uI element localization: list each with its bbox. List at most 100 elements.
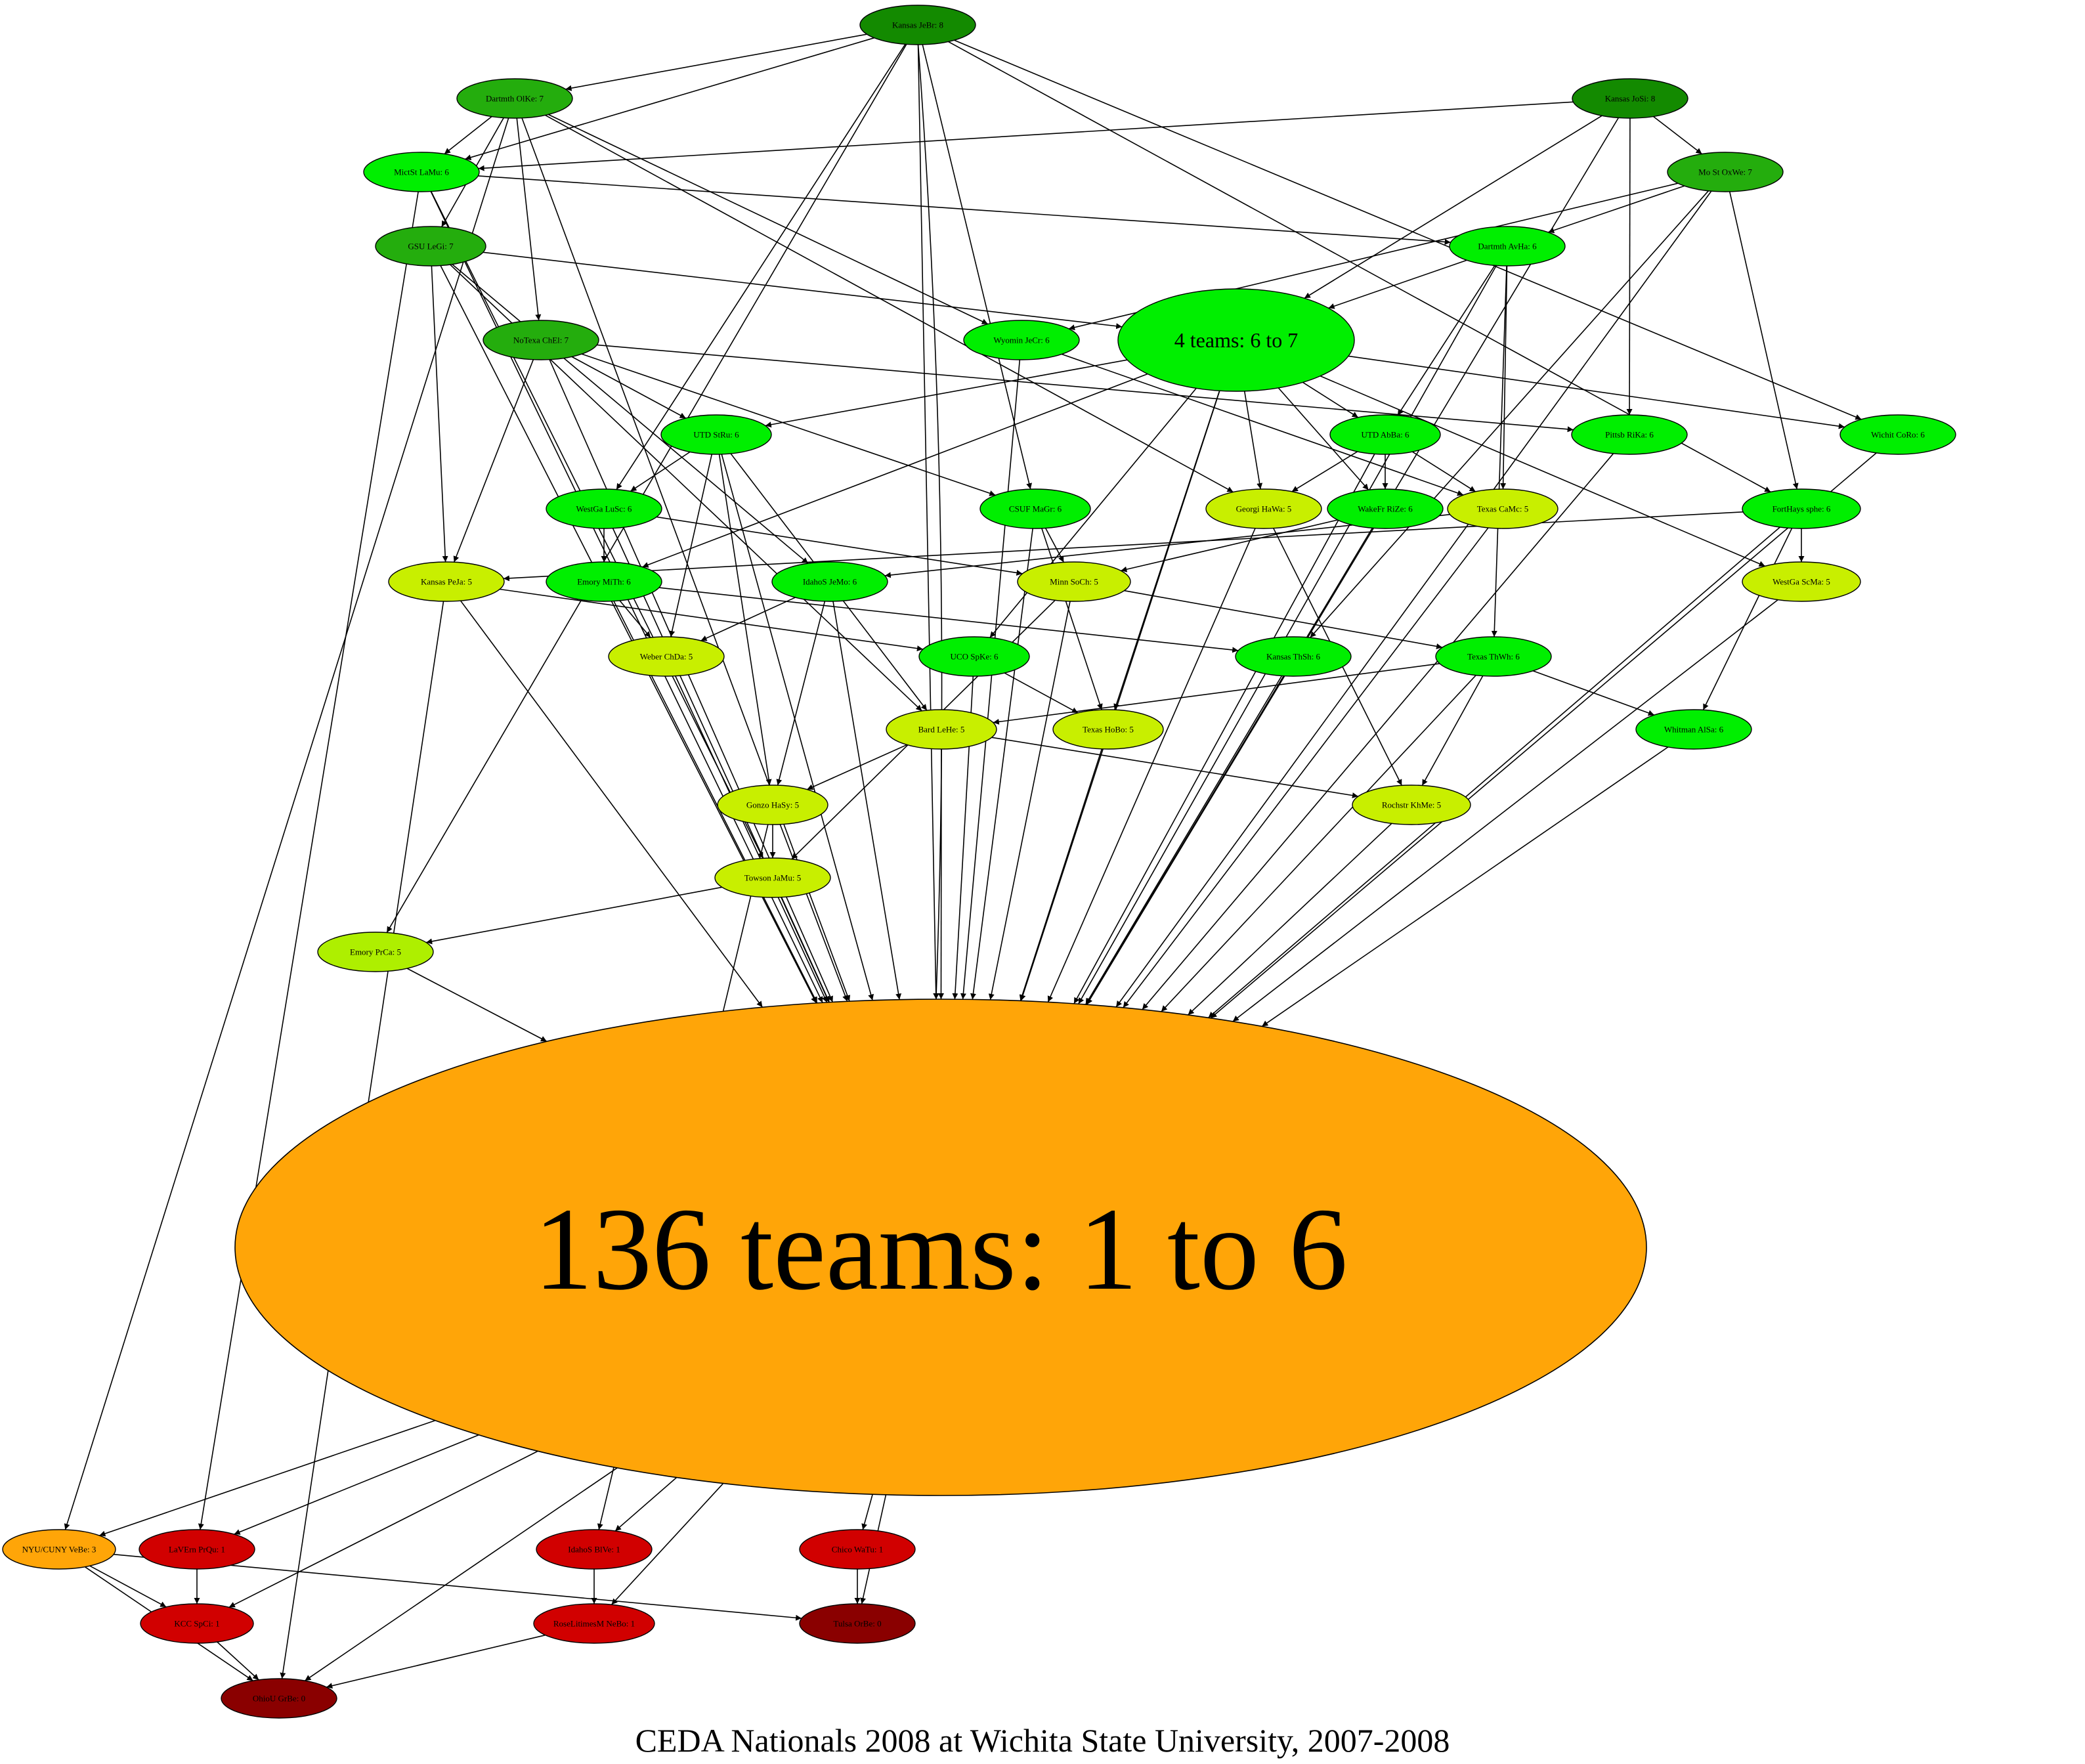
node-ellipse <box>1435 636 1552 677</box>
node-ellipse <box>533 1603 655 1644</box>
node-ellipse <box>139 1529 255 1570</box>
edge-GSU-to-IdahoSJe <box>452 263 809 564</box>
node-UTDSt[interactable]: UTD StRu: 6 <box>660 414 772 455</box>
node-Bard[interactable]: Bard LeHe: 5 <box>886 709 997 750</box>
edge-G4-to-UTDSt <box>765 359 1128 428</box>
edge-G4-to-EmoryMi <box>642 373 1148 568</box>
node-ellipse <box>546 561 662 602</box>
edge-DAvHa-to-UTDAb <box>1397 265 1495 416</box>
edge-MinnSo-to-TexasTh <box>1124 590 1443 649</box>
edge-KJeBr-to-Wichit <box>954 39 1862 420</box>
edge-KJeBr-to-EmoryPr <box>386 44 907 933</box>
edge-G4-to-G136 <box>1020 390 1220 1001</box>
edge-TexasTh-to-G136 <box>1161 675 1476 1012</box>
edge-G136-to-Rose <box>611 1483 724 1605</box>
node-Georgi[interactable]: Georgi HaWa: 5 <box>1205 488 1322 529</box>
node-label: RoseLitimesM NeBo: 1 <box>553 1619 635 1629</box>
node-G136[interactable]: 136 teams: 1 to 6 <box>234 999 1647 1496</box>
edge-G136-to-KCC <box>228 1450 538 1608</box>
edge-G4-to-Georgi <box>1243 391 1263 490</box>
node-label: Tulsa OrBe: 0 <box>833 1619 881 1629</box>
node-ellipse <box>234 999 1647 1496</box>
node-ellipse <box>1635 709 1752 750</box>
node-NoTexa[interactable]: NoTexa ChEl: 7 <box>483 320 599 360</box>
node-TexasCa[interactable]: Texas CaMc: 5 <box>1447 488 1558 529</box>
edge-IdahoSJe-to-Weber <box>700 597 796 641</box>
node-KansasTh[interactable]: Kansas ThSh: 6 <box>1235 636 1352 677</box>
node-WestGaLu[interactable]: WestGa LuSc: 6 <box>546 488 662 529</box>
node-Chico[interactable]: Chico WaTu: 1 <box>799 1529 916 1570</box>
node-MictSt[interactable]: MictSt LaMu: 6 <box>363 152 480 192</box>
edge-IdahoSJe-to-Gonzo <box>776 601 826 786</box>
node-label: Emory PrCa: 5 <box>350 947 401 957</box>
node-ellipse <box>1235 636 1352 677</box>
node-WakeFr[interactable]: WakeFr RiZe: 6 <box>1327 488 1444 529</box>
node-ellipse <box>608 636 725 677</box>
node-NYU[interactable]: NYU/CUNY VeBe: 3 <box>2 1529 116 1570</box>
node-TexasHo[interactable]: Texas HoBo: 5 <box>1052 709 1164 750</box>
node-IdahoSBl[interactable]: IdahoS BlVe: 1 <box>536 1529 653 1570</box>
node-Rose[interactable]: RoseLitimesM NeBo: 1 <box>533 1603 655 1644</box>
edge-Whitman-to-G136 <box>1261 746 1669 1027</box>
node-FortHays[interactable]: FortHays sphe: 6 <box>1742 488 1861 529</box>
edge-DAvHa-to-G136 <box>1078 265 1497 1004</box>
node-LaVerne[interactable]: LaVErn PrQu: 1 <box>139 1529 255 1570</box>
node-KansasPe[interactable]: Kansas PeJa: 5 <box>388 561 505 602</box>
node-KJeBr[interactable]: Kansas JeBr: 8 <box>859 5 976 45</box>
edge-KJeBr-to-G136 <box>917 44 943 1000</box>
edge-G4-to-UCO <box>989 387 1197 638</box>
node-UCO[interactable]: UCO SpKe: 6 <box>918 636 1030 677</box>
edge-UTDAb-to-TexasCa <box>1411 451 1476 492</box>
node-WestGaSc[interactable]: WestGa ScMa: 5 <box>1742 561 1861 602</box>
node-ellipse <box>1571 414 1688 455</box>
edge-G4-to-WestGaSc <box>1320 376 1765 567</box>
node-UTDAb[interactable]: UTD AbBa: 6 <box>1329 414 1441 455</box>
node-ellipse <box>799 1603 916 1644</box>
node-Whitman[interactable]: Whitman AlSa: 6 <box>1635 709 1752 750</box>
nodes-layer: Kansas JeBr: 8 Kansas JoSi: 8 Dartmth OlKe… <box>2 5 1956 1719</box>
node-MoSt[interactable]: Mo St OxWe: 7 <box>1667 152 1784 192</box>
node-label: UCO SpKe: 6 <box>951 652 999 662</box>
node-DOlKe[interactable]: Dartmth OlKe: 7 <box>456 78 573 119</box>
node-label: KCC SpCi: 1 <box>174 1619 219 1629</box>
node-Wichit[interactable]: Wichit CoRo: 6 <box>1839 414 1956 455</box>
node-ellipse <box>1742 488 1861 529</box>
node-Wyomin[interactable]: Wyomin JeCr: 6 <box>963 320 1080 360</box>
node-GSU[interactable]: GSU LeGi: 7 <box>375 226 486 267</box>
node-ellipse <box>536 1529 653 1570</box>
node-ellipse <box>2 1529 116 1570</box>
node-DAvHa[interactable]: Dartmth AvHa: 6 <box>1449 226 1566 267</box>
node-ellipse <box>1017 561 1131 602</box>
edge-DAvHa-to-TexasTh <box>1491 265 1507 637</box>
node-ellipse <box>483 320 599 360</box>
node-CSUF[interactable]: CSUF MaGr: 6 <box>979 488 1091 529</box>
node-TexasTh[interactable]: Texas ThWh: 6 <box>1435 636 1552 677</box>
node-EmoryMi[interactable]: Emory MiTh: 6 <box>546 561 662 602</box>
node-Rochstr[interactable]: Rochstr KhMe: 5 <box>1352 785 1471 825</box>
node-MinnSo[interactable]: Minn SoCh: 5 <box>1017 561 1131 602</box>
node-KCC[interactable]: KCC SpCi: 1 <box>140 1603 254 1644</box>
node-EmoryPr[interactable]: Emory PrCa: 5 <box>317 932 434 972</box>
edge-Rose-to-Ohio <box>326 1634 546 1689</box>
edge-Gonzo-to-G136 <box>779 824 848 1002</box>
node-G4[interactable]: 4 teams: 6 to 7 <box>1117 288 1355 392</box>
node-Weber[interactable]: Weber ChDa: 5 <box>608 636 725 677</box>
edge-Rochstr-to-G136 <box>1188 823 1392 1016</box>
node-Tulsa[interactable]: Tulsa OrBe: 0 <box>799 1603 916 1644</box>
node-IdahoSJe[interactable]: IdahoS JeMo: 6 <box>771 561 888 602</box>
edge-KJeBr-to-WestGaLu <box>616 43 906 490</box>
node-Gonzo[interactable]: Gonzo HaSy: 5 <box>717 785 828 825</box>
edge-DOlKe-to-NYU <box>64 118 509 1530</box>
edge-G136-to-Ohio <box>304 1467 618 1681</box>
node-Towson[interactable]: Towson JaMu: 5 <box>714 857 831 898</box>
edge-DOlKe-to-MictSt <box>444 116 492 155</box>
edge-NoTexa-to-Pittsb <box>597 344 1574 433</box>
node-ellipse <box>388 561 505 602</box>
node-label: LaVErn PrQu: 1 <box>169 1545 225 1555</box>
node-KJoSi[interactable]: Kansas JoSi: 8 <box>1572 78 1688 119</box>
edge-KJeBr-to-CSUF <box>922 44 1032 490</box>
node-Pittsb[interactable]: Pittsb RiKa: 6 <box>1571 414 1688 455</box>
node-ellipse <box>717 785 828 825</box>
node-Ohio[interactable]: OhioU GrBe: 0 <box>221 1678 337 1719</box>
node-label: MictSt LaMu: 6 <box>394 167 449 177</box>
